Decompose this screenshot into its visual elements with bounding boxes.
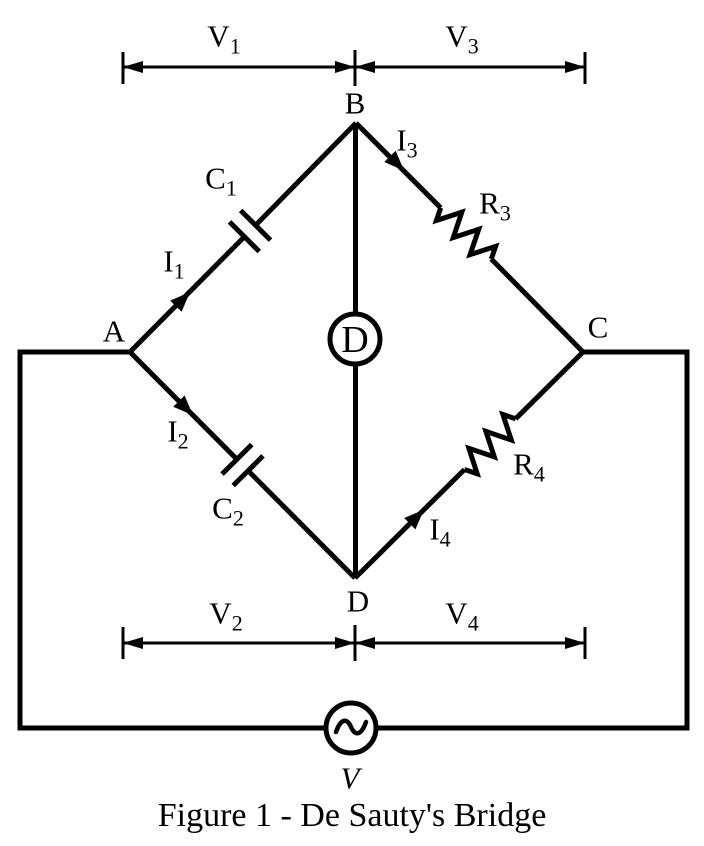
current-label-i1: I1 <box>163 243 185 284</box>
current-arrow-i2 <box>173 395 193 416</box>
component-label-r3: R3 <box>479 185 511 226</box>
node-label-a: A <box>102 313 126 349</box>
resistor-r4-zigzag <box>463 410 517 478</box>
current-label-i4: I4 <box>429 511 451 552</box>
figure-caption: Figure 1 - De Sauty's Bridge <box>157 797 547 834</box>
outer-loop-wire <box>17 349 690 731</box>
capacitor-c1-plate-right <box>238 208 273 242</box>
source-sine-icon <box>333 718 369 736</box>
node-label-b: B <box>344 85 366 121</box>
voltage-label-v4: V4 <box>445 595 479 636</box>
resistor-r3-zigzag <box>432 206 500 260</box>
dim-arrow-v3-left <box>355 61 375 73</box>
dim-arrow-v2-right <box>335 637 355 649</box>
capacitor-c1-plate-left <box>227 220 262 254</box>
dim-arrow-v2-left <box>123 637 143 649</box>
capacitor-c2-plate-right <box>231 454 265 488</box>
voltage-label-v2: V2 <box>209 595 243 636</box>
wire-r3-to-c <box>489 257 585 354</box>
voltage-label-v1: V1 <box>207 18 241 59</box>
dim-arrow-v4-left <box>355 637 375 649</box>
dim-arrow-v1-left <box>123 61 143 73</box>
wire-r4-to-c <box>513 350 585 421</box>
wire-c1-to-b <box>253 121 358 228</box>
current-arrow-i4 <box>404 509 424 530</box>
capacitor-c2-plate-left <box>220 442 254 476</box>
node-label-c: C <box>587 309 609 345</box>
dim-arrow-v3-right <box>565 61 585 73</box>
dim-arrow-v1-right <box>335 61 355 73</box>
source-label: V <box>340 760 360 796</box>
wire-c2-to-d <box>246 468 357 580</box>
detector-circle <box>327 311 383 367</box>
current-label-i3: I3 <box>396 122 418 163</box>
detector-label: D <box>341 319 369 361</box>
component-label-r4: R4 <box>513 446 545 487</box>
wire-d-to-r4 <box>353 467 467 580</box>
current-label-i2: I2 <box>167 413 189 454</box>
voltage-label-v3: V3 <box>445 18 479 59</box>
component-label-c2: C2 <box>212 490 244 531</box>
node-label-d: D <box>346 583 370 619</box>
component-label-c1: C1 <box>205 160 237 201</box>
dim-arrow-v4-right <box>565 637 585 649</box>
current-arrow-i3 <box>384 150 404 171</box>
current-arrow-i1 <box>170 292 190 312</box>
